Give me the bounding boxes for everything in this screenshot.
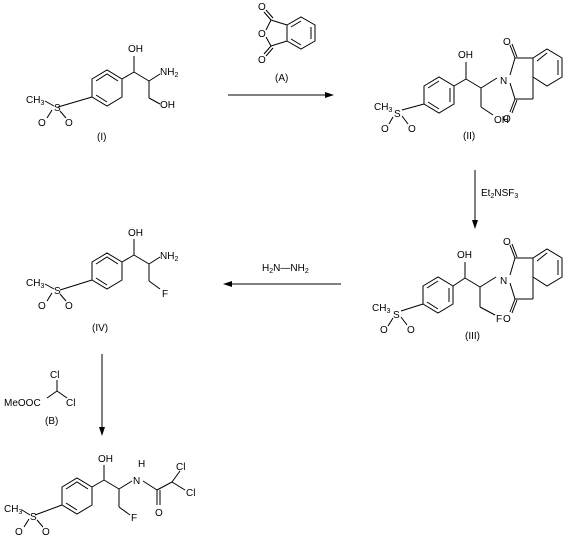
compound-final-s: S: [30, 512, 37, 523]
arrow-i-to-ii: [228, 92, 334, 98]
compound-III-o2: O: [407, 325, 415, 336]
compound-final-o: O: [155, 508, 163, 519]
compound-final-oh: OH: [98, 454, 113, 465]
compound-III-s: S: [393, 310, 400, 321]
compound-final-f: F: [131, 513, 137, 524]
compound-final-o1: O: [15, 527, 23, 538]
compound-III-o1: O: [380, 325, 388, 336]
compound-I: OH NH2 OH CH3 S O O (I): [26, 44, 178, 143]
compound-II-n: N: [500, 76, 507, 87]
compound-III-o-bot: O: [503, 314, 511, 325]
reagent-A-o-top: O: [258, 2, 266, 13]
reagent-A: O O O (A): [258, 2, 316, 84]
compound-IV-oh: OH: [128, 228, 143, 239]
compound-II-oh2: OH: [494, 115, 509, 126]
reagent-dast: Et2NSF3: [481, 188, 518, 200]
compound-I-ch3: CH3: [26, 95, 44, 107]
reagent-B-ester: MeOOC: [4, 398, 41, 409]
compound-III-n: N: [500, 276, 507, 287]
compound-final-cl1: Cl: [176, 462, 185, 473]
compound-II-oh: OH: [458, 50, 473, 61]
compound-IV-label: (IV): [92, 323, 108, 334]
compound-III-f: F: [496, 314, 502, 325]
compound-II-s: S: [394, 109, 401, 120]
compound-final-ch3: CH3: [4, 504, 22, 516]
compound-I-oh2: OH: [160, 100, 175, 111]
arrow-iv-to-final: [99, 354, 105, 436]
compound-III-label: (III): [465, 331, 480, 342]
compound-III-ch3: CH3: [372, 303, 390, 315]
compound-final-cl2: Cl: [186, 488, 195, 499]
compound-I-nh2: NH2: [160, 67, 178, 79]
compound-I-benzene-ring: [91, 69, 123, 107]
reagent-A-o-bot: O: [258, 55, 266, 66]
compound-IV-ch3: CH3: [26, 278, 44, 290]
compound-IV-o1: O: [38, 301, 46, 312]
compound-I-aromatic-bond: [95, 73, 119, 82]
compound-IV-o2: O: [65, 301, 73, 312]
compound-II-o2: O: [408, 124, 416, 135]
reagent-A-o-ring: O: [258, 29, 266, 40]
compound-III: OH N O O F CH3 S O O (III): [372, 237, 563, 342]
reagent-B-label: (B): [45, 416, 58, 427]
compound-final-n: N: [133, 476, 140, 487]
compound-III-oh: OH: [457, 250, 472, 261]
compound-IV: OH NH2 F CH3 S O O (IV): [26, 228, 178, 334]
reagent-B-cl-bot: Cl: [66, 398, 75, 409]
compound-II-o1: O: [381, 124, 389, 135]
compound-II-ch3: CH3: [374, 102, 392, 114]
compound-II-o-top: O: [503, 37, 511, 48]
arrow-ii-to-iii: [472, 170, 478, 229]
compound-II: OH N O O OH CH3 S O O (II): [374, 37, 563, 142]
compound-IV-s: S: [54, 286, 61, 297]
compound-final-benzene-ring: [61, 477, 93, 515]
compound-I-o2: O: [65, 118, 73, 129]
compound-II-label: (II): [463, 131, 475, 142]
compound-I-o1: O: [38, 118, 46, 129]
compound-I-s: S: [54, 103, 61, 114]
compound-final-o2: O: [42, 527, 50, 538]
compound-IV-nh2: NH2: [160, 251, 178, 263]
reagent-A-label: (A): [275, 73, 288, 84]
compound-final: OH N H Cl Cl O F CH3 S O O: [4, 454, 195, 538]
reagent-B-cl-top: Cl: [50, 370, 59, 381]
compound-IV-benzene-ring: [91, 252, 123, 290]
compound-III-o-top: O: [503, 237, 511, 248]
compound-II-o-bot: O: [503, 114, 511, 125]
compound-final-h: H: [138, 459, 145, 470]
arrow-iii-to-iv: [223, 281, 341, 287]
compound-I-label: (I): [97, 132, 106, 143]
compound-I-oh: OH: [128, 44, 143, 55]
compound-IV-f: F: [162, 289, 168, 300]
reagent-hydrazine: H2N—NH2: [262, 263, 309, 275]
reagent-B: Cl Cl MeOOC (B): [4, 370, 75, 427]
